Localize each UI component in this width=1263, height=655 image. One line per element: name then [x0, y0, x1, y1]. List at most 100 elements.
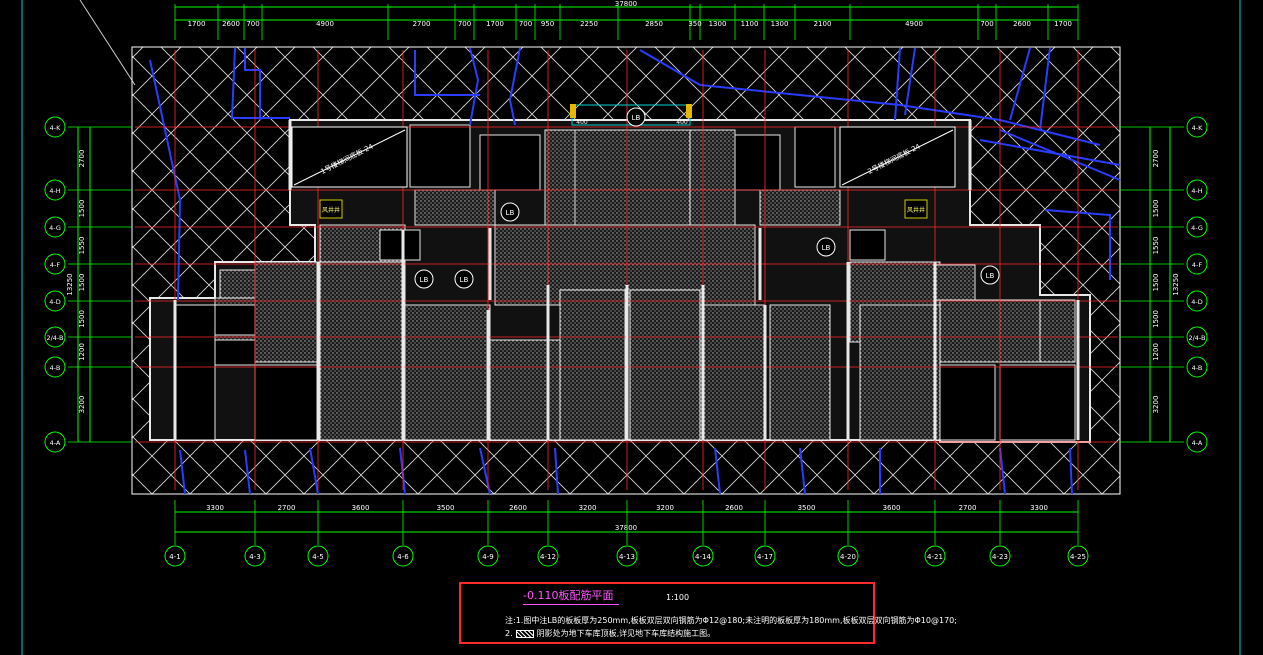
slab-0: [574, 129, 691, 226]
top-dim-7: 700: [519, 20, 532, 28]
top-dim-19: 1700: [1054, 20, 1072, 28]
y-bubble-1-7: [1186, 431, 1208, 453]
y-bubble-label-1-7: 4-A: [1192, 439, 1203, 447]
slab-18: [759, 189, 841, 226]
unhatched-room-2: [939, 364, 996, 441]
x-bubble-label-4: 4-9: [482, 553, 493, 561]
shaft-left: 风井井: [319, 199, 343, 219]
y-bubble-0-1: [44, 179, 66, 201]
side-dim-1-1: 1500: [1152, 200, 1160, 218]
x-bubble-label-11: 4-23: [992, 553, 1008, 561]
side-dim-1-0: 2700: [1152, 150, 1160, 168]
slab-20: [689, 129, 736, 226]
top-dim-16: 4900: [905, 20, 923, 28]
x-bubble-10: [924, 545, 946, 567]
lb-tag-label-0: LB: [632, 114, 641, 122]
pipe-lines: [149, 47, 1121, 495]
x-bubble-label-3: 4-6: [397, 553, 409, 561]
y-bubble-label-1-6: 4-B: [1192, 364, 1203, 372]
unhatched-room-11: [849, 229, 886, 261]
x-bubble-8: [754, 545, 776, 567]
unhatched-room-1: [254, 364, 321, 441]
side-dim-1-2: 1550: [1152, 237, 1160, 255]
top-dim-14: 1300: [771, 20, 789, 28]
bottom-dim-2: 3600: [352, 504, 370, 512]
side-dim-1-4: 1500: [1152, 310, 1160, 328]
plan-title: -0.110板配筋平面: [523, 587, 620, 605]
slab-9: [559, 289, 626, 441]
lb-tag-label-4: LB: [460, 276, 469, 284]
y-bubble-0-4: [44, 290, 66, 312]
y-bubble-label-1-1: 4-H: [1191, 187, 1202, 195]
x-bubble-label-8: 4-17: [757, 553, 773, 561]
svg-text:400: 400: [676, 119, 688, 126]
x-bubble-label-10: 4-21: [927, 553, 943, 561]
side-dim-1-5: 1200: [1152, 343, 1160, 361]
x-bubble-12: [1067, 545, 1089, 567]
slab-2: [404, 304, 491, 441]
slab-16: [1039, 299, 1076, 363]
note-line-1: 注:1.图中注LB的板板厚为250mm,板板双层双向钢筋为Φ12@180;未注明…: [505, 616, 957, 625]
bottom-dim-5: 3200: [579, 504, 597, 512]
side-dim-0-4: 1500: [78, 310, 86, 328]
bottom-dim-1: 2700: [278, 504, 296, 512]
unhatched-room-6: [734, 134, 781, 191]
y-bubble-1-2: [1186, 216, 1208, 238]
top-dim-6: 1700: [486, 20, 504, 28]
wall-lines: [173, 120, 1080, 440]
y-bubble-0-3: [44, 253, 66, 275]
top-dim-0: 1700: [188, 20, 206, 28]
y-bubble-label-1-5: 2/4-B: [1188, 334, 1205, 342]
lb-tag-label-3: LB: [420, 276, 429, 284]
unhatched-room-3: [999, 364, 1076, 441]
note-line-2-text: 阴影处为地下车库顶板,详见地下车库结构施工图。: [536, 629, 716, 638]
y-bubble-0-2: [44, 216, 66, 238]
slab-6: [769, 304, 831, 441]
top-dim-10: 2850: [645, 20, 663, 28]
side-total-1: 13250: [1172, 273, 1180, 295]
lb-tag-label-5: LB: [986, 272, 995, 280]
slab-15: [934, 264, 976, 301]
unhatched-room-9: [214, 339, 256, 366]
plan-scale: 1:100: [666, 593, 690, 602]
top-dim-3: 4900: [316, 20, 334, 28]
x-bubble-5: [537, 545, 559, 567]
slab-17: [414, 189, 496, 226]
lb-tag-5: [980, 265, 1000, 285]
y-bubble-label-0-0: 4-K: [50, 124, 61, 132]
unhatched-rooms: [174, 124, 1076, 441]
side-dim-0-1: 1500: [78, 200, 86, 218]
lb-tag-2: [816, 237, 836, 257]
side-dim-0-3: 1500: [78, 274, 86, 292]
x-bubble-label-1: 4-3: [249, 553, 260, 561]
top-dim-17: 700: [980, 20, 993, 28]
top-dim-8: 950: [541, 20, 554, 28]
x-bubble-label-12: 4-25: [1070, 553, 1086, 561]
y-bubble-label-0-4: 4-D: [49, 298, 61, 306]
unhatched-room-0: [174, 304, 216, 441]
y-bubble-label-0-6: 4-B: [50, 364, 61, 372]
note-line-2-prefix: 2.: [505, 629, 513, 638]
top-dim-15: 2100: [814, 20, 832, 28]
x-bubble-11: [989, 545, 1011, 567]
y-bubble-1-6: [1186, 356, 1208, 378]
unhatched-room-8: [214, 304, 256, 336]
slab-19: [544, 129, 576, 226]
x-bubble-label-7: 4-14: [695, 553, 711, 561]
slab-4: [319, 261, 406, 441]
y-bubble-1-3: [1186, 253, 1208, 275]
slab-10: [629, 289, 701, 441]
x-bubble-6: [616, 545, 638, 567]
lb-tag-0: [626, 107, 646, 127]
lb-tag-3: [414, 269, 434, 289]
x-bubble-2: [307, 545, 329, 567]
y-bubble-1-0: [1186, 116, 1208, 138]
slab-12: [254, 261, 321, 363]
top-dim-5: 700: [458, 20, 471, 28]
bottom-dim-8: 3500: [798, 504, 816, 512]
top-total-dim-text: 37800: [615, 0, 637, 8]
